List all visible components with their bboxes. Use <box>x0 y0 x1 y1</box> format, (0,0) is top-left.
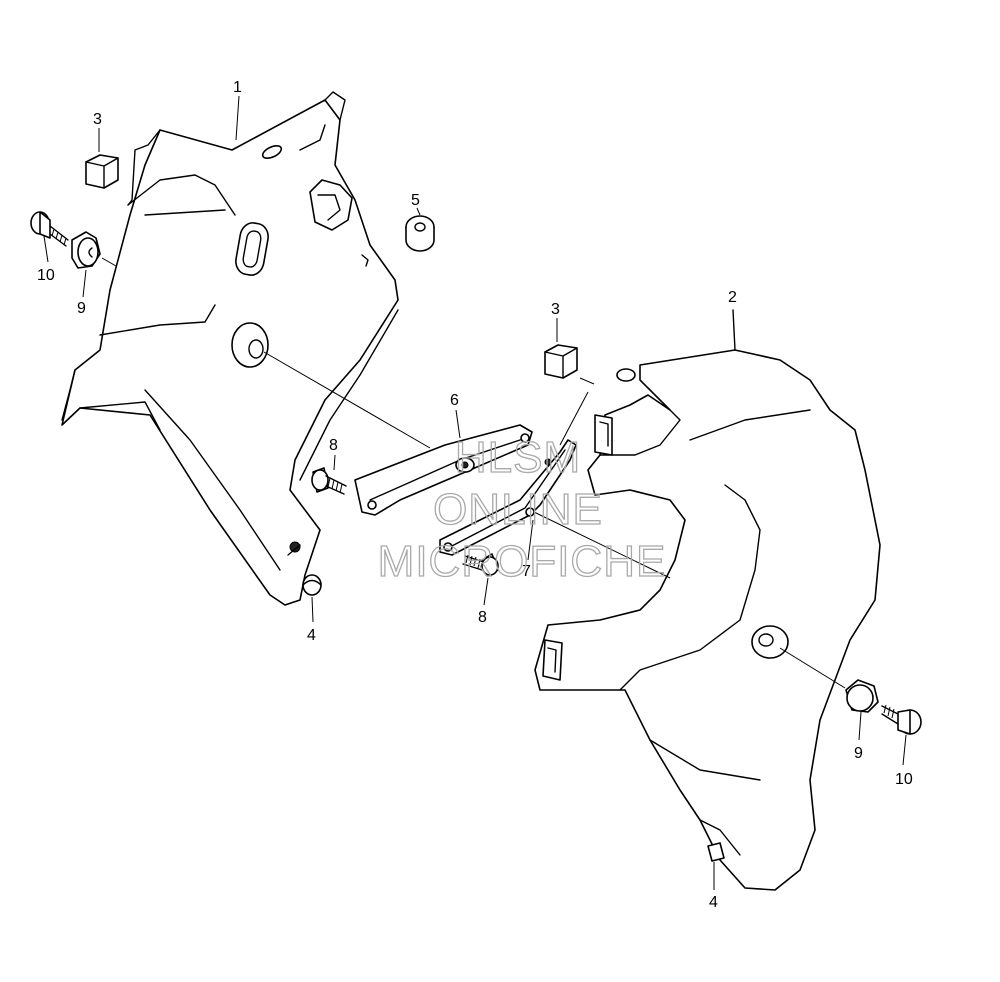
callout-4-right: 4 <box>709 894 718 911</box>
bolt-8-lower <box>462 553 499 577</box>
callout-8-upper: 8 <box>329 437 338 454</box>
grommet-4-right <box>707 842 725 862</box>
callout-5: 5 <box>411 192 420 209</box>
callout-3-left: 3 <box>93 111 102 128</box>
watermark-line-2: ONLINE <box>433 485 603 534</box>
bolt-8-upper <box>311 467 347 495</box>
watermark: HLSM ONLINE MICROFICHE <box>377 432 667 586</box>
nut-3-left <box>85 154 119 189</box>
callout-10-left: 10 <box>37 267 55 284</box>
bolt-10-left <box>30 211 69 247</box>
bolt-10-right <box>881 704 922 735</box>
watermark-line-3: MICROFICHE <box>378 537 667 586</box>
cover-panel-right <box>534 309 881 891</box>
callout-4-left: 4 <box>307 627 316 644</box>
callout-1: 1 <box>233 79 242 96</box>
callout-9-left: 9 <box>77 300 86 317</box>
callout-6: 6 <box>450 392 459 409</box>
grommet-4-left <box>302 574 322 596</box>
bracket <box>354 424 533 516</box>
cushion-9-right <box>845 679 879 713</box>
callout-8-lower: 8 <box>478 609 487 626</box>
watermark-line-1: HLSM <box>455 433 581 482</box>
cushion-9-left <box>71 231 101 269</box>
callout-labels: 1 2 3 3 4 4 5 6 7 8 8 9 9 10 10 <box>37 79 913 911</box>
callout-9-right: 9 <box>854 745 863 762</box>
leader-lines <box>43 95 907 890</box>
callout-7: 7 <box>522 563 531 580</box>
callout-10-right: 10 <box>895 771 913 788</box>
callout-3-right: 3 <box>551 301 560 318</box>
nut-3-right <box>544 344 578 379</box>
callout-2: 2 <box>728 289 737 306</box>
rubber-5 <box>405 215 435 252</box>
cover-panel-left <box>61 91 399 606</box>
